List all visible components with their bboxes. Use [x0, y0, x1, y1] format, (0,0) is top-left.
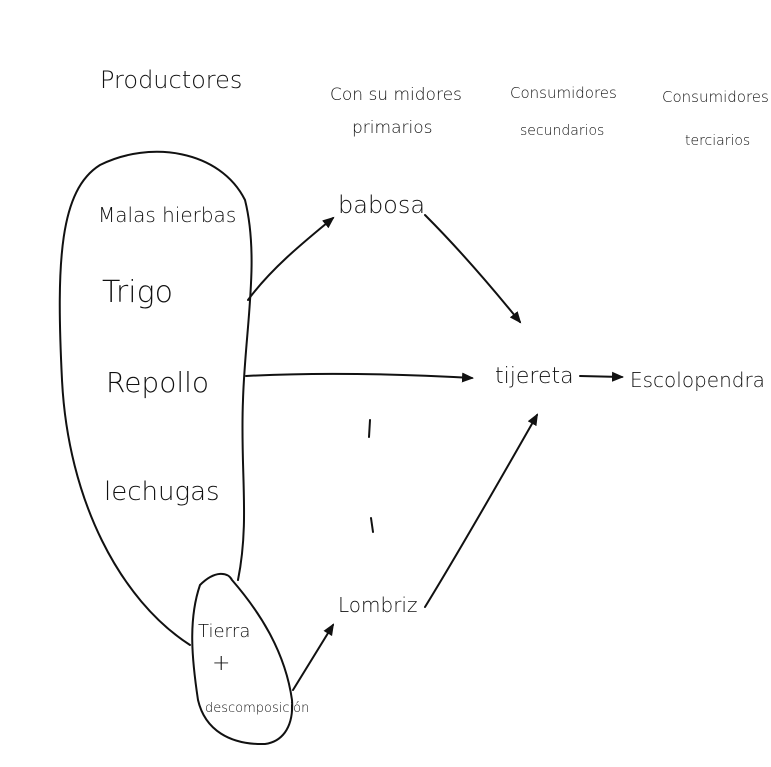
header-terciarios-line1: Consumidores [662, 88, 769, 106]
soil-line2: + [212, 651, 230, 676]
node-lombriz: Lombriz [338, 593, 417, 617]
producer-malas-hierbas: Malas hierbas [98, 203, 236, 227]
header-terciarios-line2: terciarios [685, 133, 750, 149]
producers-outline [58, 150, 253, 646]
soil-line1: Tierra [198, 621, 250, 642]
node-tijereta: tijereta [495, 364, 574, 389]
soil-outline [191, 572, 294, 746]
arrow-soil-to-lombriz [292, 623, 335, 691]
producer-repollo: Repollo [106, 366, 209, 399]
producer-trigo: Trigo [102, 275, 173, 310]
header-primarios-line2: primarios [352, 118, 432, 138]
soil-line3: descomposición [205, 701, 309, 716]
pencil-mark [368, 419, 371, 438]
arrow-producers-to-babosa [247, 216, 335, 301]
node-escolopendra: Escolopendra [630, 368, 765, 392]
arrow-babosa-to-tijereta [424, 214, 522, 324]
header-secundarios-line1: Consumidores [510, 84, 617, 102]
node-babosa: babosa [338, 191, 425, 219]
producer-lechugas: lechugas [104, 477, 220, 507]
arrow-tijereta-to-escolopendra [579, 371, 624, 382]
header-primarios-line1: Con su midores [330, 85, 462, 105]
arrow-lombriz-to-tijereta [424, 413, 538, 608]
arrow-producers-to-tijereta [245, 372, 474, 383]
header-secundarios-line2: secundarios [520, 123, 604, 139]
header-productores: Productores [100, 66, 242, 94]
pencil-mark [370, 517, 374, 533]
